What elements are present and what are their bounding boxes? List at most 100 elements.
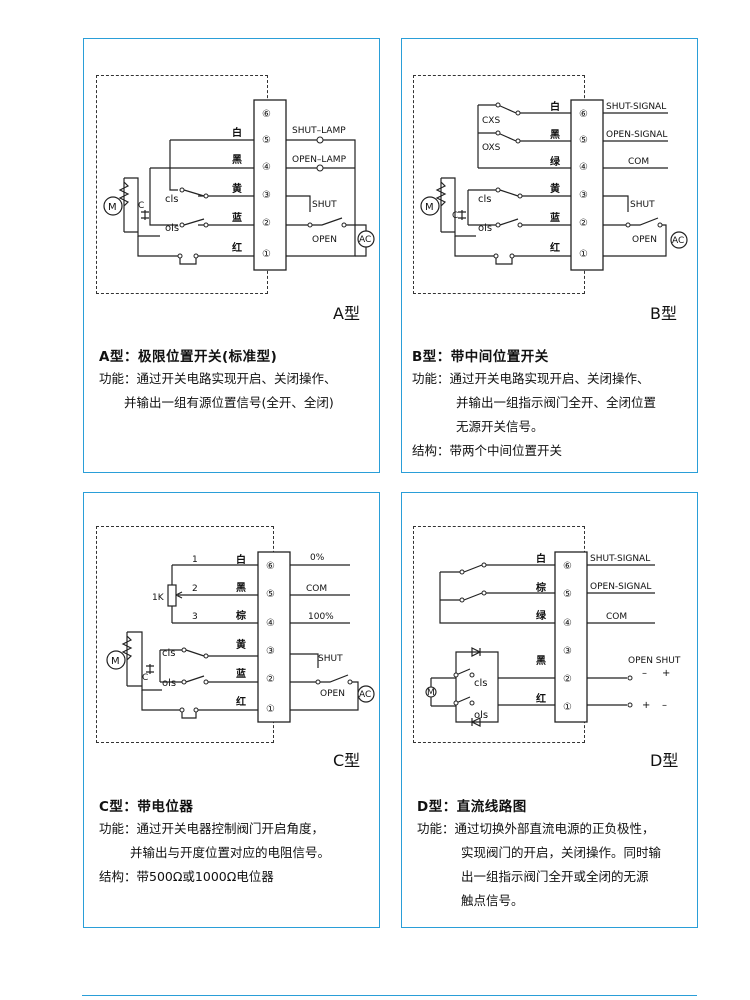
- wire-color-red: 红: [536, 692, 546, 705]
- panel-c-desc-3: 结构：带500Ω或1000Ω电位器: [99, 869, 274, 884]
- open-shut-label: OPEN SHUT: [628, 656, 681, 666]
- terminal-3: ③: [563, 646, 572, 657]
- panel-b-type-label: B型: [650, 304, 677, 323]
- capacitor-label: C: [138, 201, 144, 211]
- pot-resistance-label: 1K: [152, 593, 165, 603]
- shut-minus: –: [662, 700, 667, 711]
- cls-label: cls: [478, 194, 492, 205]
- wire-color-yellow: 黄: [550, 182, 560, 195]
- capacitor-label: C: [142, 673, 148, 683]
- terminal-4: ④: [563, 618, 572, 629]
- motor-symbol: [420, 196, 440, 216]
- ac-label: AC: [359, 235, 371, 245]
- motor-label: M: [111, 656, 120, 667]
- ac-source-icon: [357, 685, 375, 703]
- open-signal-label: OPEN-SIGNAL: [606, 130, 667, 140]
- terminal-4: ④: [262, 162, 271, 173]
- footer-divider: [82, 995, 697, 996]
- motor-label: M: [427, 688, 435, 698]
- terminal-1: ①: [563, 702, 572, 713]
- motor-symbol: [103, 196, 123, 216]
- terminal-3: ③: [579, 190, 588, 201]
- panel-b-desc-3: 无源开关信号。: [456, 419, 544, 434]
- wire-color-yellow: 黄: [236, 638, 246, 651]
- ac-label: AC: [672, 236, 684, 246]
- open-lamp-icon: [316, 164, 324, 172]
- ols-label: ols: [162, 678, 176, 689]
- terminal-1: ①: [579, 249, 588, 260]
- terminal-block: [570, 99, 604, 271]
- pot-3: 3: [192, 612, 198, 622]
- cls-label: cls: [165, 194, 179, 205]
- wire-color-green: 绿: [550, 155, 561, 168]
- terminal-6: ⑥: [266, 561, 275, 572]
- motor-label: M: [108, 202, 117, 213]
- wire-color-white: 白: [236, 553, 246, 566]
- panel-c-title: C型：带电位器: [99, 799, 194, 815]
- ac-label: AC: [359, 690, 371, 700]
- terminal-3: ③: [266, 646, 275, 657]
- terminal-2: ②: [266, 674, 275, 685]
- wire-color-brown: 棕: [535, 581, 546, 594]
- terminal-1: ①: [262, 249, 271, 260]
- terminal-2: ②: [262, 218, 271, 229]
- open-plus: +: [642, 700, 650, 711]
- panel-d-desc-2: 实现阀门的开启，关闭操作。同时输: [461, 845, 662, 860]
- pot-2: 2: [192, 584, 198, 594]
- panel-b-desc-1: 功能：通过开关电路实现开启、关闭操作、: [412, 371, 650, 386]
- panel-d-title: D型：直流线路图: [417, 799, 527, 815]
- shut-signal-label: SHUT-SIGNAL: [606, 102, 666, 112]
- wire-color-blue: 蓝: [236, 667, 246, 680]
- wire-color-brown: 棕: [235, 609, 246, 622]
- com-label: COM: [628, 157, 649, 167]
- panel-d-desc-1: 功能：通过切换外部直流电源的正负极性，: [417, 821, 655, 836]
- wire-color-green: 绿: [536, 609, 547, 622]
- terminal-6: ⑥: [579, 109, 588, 120]
- wire-color-yellow: 黄: [232, 182, 242, 195]
- wire-color-blue: 蓝: [232, 211, 242, 224]
- pot-1: 1: [192, 555, 198, 565]
- ols-label: ols: [474, 710, 488, 721]
- pot-zero-label: 0%: [310, 553, 325, 563]
- terminal-2: ②: [579, 218, 588, 229]
- terminal-block: [554, 551, 588, 723]
- panel-a-desc-1: 功能：通过开关电路实现开启、关闭操作、: [99, 371, 337, 386]
- open-label: OPEN: [312, 235, 337, 245]
- open-label: OPEN: [632, 235, 657, 245]
- open-minus: –: [642, 668, 647, 679]
- oxs-label: OXS: [482, 143, 501, 153]
- panel-a-desc-2: 并输出一组有源位置信号(全开、全闭): [124, 395, 334, 410]
- open-signal-label: OPEN-SIGNAL: [590, 582, 651, 592]
- wire-color-blue: 蓝: [550, 211, 560, 224]
- panel-b-title: B型：带中间位置开关: [412, 349, 549, 365]
- cxs-label: CXS: [482, 116, 500, 126]
- wire-color-black: 黑: [236, 582, 246, 594]
- open-lamp-label: OPEN–LAMP: [292, 155, 347, 165]
- cls-label: cls: [474, 678, 488, 689]
- panel-d-type-label: D型: [650, 751, 679, 770]
- panel-d-desc-3: 出一组指示阀门全开或全闭的无源: [461, 869, 649, 884]
- terminal-2: ②: [563, 674, 572, 685]
- panel-d-desc-4: 触点信号。: [461, 893, 524, 908]
- shut-lamp-label: SHUT–LAMP: [292, 126, 346, 136]
- panel-c-desc-1: 功能：通过开关电器控制阀门开启角度，: [99, 821, 325, 836]
- terminal-4: ④: [266, 618, 275, 629]
- panel-a-title: A型：极限位置开关(标准型): [99, 349, 278, 365]
- ols-label: ols: [478, 223, 492, 234]
- shut-plus: +: [662, 668, 670, 679]
- panel-a-type-label: A型: [333, 304, 360, 323]
- wire-color-black: 黑: [536, 655, 546, 667]
- capacitor-label: C: [452, 211, 458, 221]
- terminal-3: ③: [262, 190, 271, 201]
- cls-label: cls: [162, 648, 176, 659]
- pot-com-label: COM: [306, 584, 327, 594]
- terminal-5: ⑤: [563, 589, 572, 600]
- ols-label: ols: [165, 223, 179, 234]
- wire-color-white: 白: [550, 100, 560, 113]
- panel-b-desc-4: 结构：带两个中间位置开关: [412, 443, 563, 458]
- motor-label: M: [425, 202, 434, 213]
